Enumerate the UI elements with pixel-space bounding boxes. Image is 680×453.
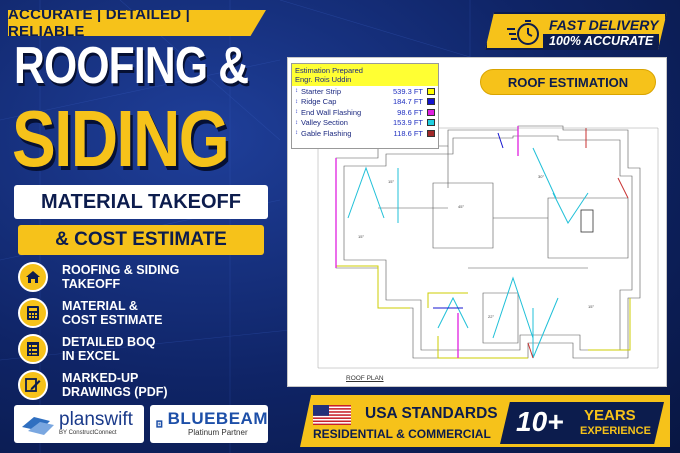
experience-years-label: YEARS (584, 407, 636, 424)
roof-plan-caption: ROOF PLAN (346, 375, 384, 382)
legend-swatch (427, 98, 435, 106)
bluebeam-logo: BLUEBEAM Platinum Partner (150, 405, 268, 443)
roof-estimation-label: ROOF ESTIMATION (480, 69, 656, 95)
legend-row-name: Valley Section (301, 118, 348, 128)
feature-line2: DRAWINGS (PDF) (62, 385, 168, 399)
bluebeam-sub: Platinum Partner (188, 428, 248, 437)
legend-swatch (427, 108, 435, 116)
svg-text:15°: 15° (358, 234, 364, 239)
fast-delivery-badge: FAST DELIVERY 100% ACCURATE (485, 12, 667, 50)
legend-swatch (427, 87, 435, 95)
roof-plan-graphic: 15° 45° 30° 15° 22° 15° (317, 125, 659, 369)
legend-title: Estimation Prepared (295, 66, 363, 75)
svg-text:45°: 45° (458, 204, 464, 209)
legend-author: Engr. Rois Uddin (295, 75, 352, 84)
legend-swatch (427, 119, 435, 127)
legend-row-value: 98.6 FT (397, 107, 423, 117)
measure-icon: ↕ (295, 98, 298, 105)
svg-text:30°: 30° (538, 174, 544, 179)
legend-row-name: Gable Flashing (301, 128, 352, 138)
residential-commercial-text: RESIDENTIAL & COMMERCIAL (313, 427, 491, 441)
roof-plan-drawing: 15° 45° 30° 15° 22° 15° Estimation Prepared … (287, 57, 667, 387)
legend-row-value: 539.3 FT (392, 86, 423, 96)
legend-row: ↕ End Wall Flashing 98.6 FT (292, 107, 438, 118)
planswift-mark-icon (22, 417, 54, 435)
usa-flag-icon (313, 405, 351, 425)
legend-row-name: Ridge Cap (301, 97, 337, 107)
planswift-logo: planswift BY ConstructConnect (14, 405, 144, 443)
feature-line2: COST ESTIMATE (62, 313, 163, 327)
feature-line2: IN EXCEL (62, 349, 120, 363)
stopwatch-icon (507, 20, 539, 45)
experience-badge: 10+ YEARS EXPERIENCE (500, 402, 664, 444)
legend-row: ↕ Ridge Cap 184.7 FT (292, 97, 438, 108)
feature-line1: DETAILED BOQ (62, 335, 156, 349)
feature-line1: ROOFING & SIDING (62, 263, 180, 277)
usa-standards-text: USA STANDARDS (365, 405, 498, 422)
planswift-sub: BY ConstructConnect (59, 430, 117, 436)
bluebeam-name: BLUEBEAM (167, 409, 268, 428)
feature-line2: TAKEOFF (62, 277, 121, 291)
headline-line2: SIDING (12, 94, 230, 183)
measure-icon: ↕ (295, 119, 298, 126)
tagline-banner: ACCURATE | DETAILED | RELIABLE (8, 10, 266, 36)
svg-text:15°: 15° (588, 304, 594, 309)
legend-row-name: Starter Strip (301, 86, 342, 96)
house-icon (18, 262, 48, 292)
svg-text:22°: 22° (488, 314, 494, 319)
legend-row-name: End Wall Flashing (301, 107, 362, 117)
calculator-icon (18, 298, 48, 328)
legend-row-value: 118.6 FT (393, 128, 423, 138)
experience-number: 10+ (516, 406, 564, 437)
legend-swatch (427, 129, 435, 137)
estimation-legend: Estimation Prepared Engr. Rois Uddin ↕ S… (291, 63, 439, 149)
feature-line1: MATERIAL & (62, 299, 138, 313)
measure-icon: ↕ (295, 130, 298, 137)
bluebeam-mark-icon (156, 420, 163, 428)
measure-icon: ↕ (295, 109, 298, 116)
experience-label: EXPERIENCE (580, 425, 651, 437)
legend-row-value: 184.7 FT (392, 97, 423, 107)
planswift-name: planswift (59, 409, 133, 430)
measure-icon: ↕ (295, 88, 298, 95)
legend-row: ↕ Valley Section 153.9 FT (292, 118, 438, 129)
accuracy-text: 100% ACCURATE (543, 34, 660, 48)
edit-icon (18, 370, 48, 400)
feature-item-cost-estimate: MATERIAL &COST ESTIMATE (18, 298, 268, 328)
legend-row: ↕ Starter Strip 539.3 FT (292, 86, 438, 97)
headline-line1: ROOFING & (14, 37, 249, 95)
subtitle-cost-estimate: & COST ESTIMATE (18, 225, 264, 255)
svg-text:15°: 15° (388, 179, 394, 184)
feature-line1: MARKED-UP (62, 371, 139, 385)
subtitle-material-takeoff: MATERIAL TAKEOFF (14, 185, 268, 219)
fast-delivery-text: FAST DELIVERY (549, 17, 659, 33)
legend-row: ↕ Gable Flashing 118.6 FT (292, 128, 438, 139)
usa-standards-badge: USA STANDARDS RESIDENTIAL & COMMERCIAL (313, 405, 501, 441)
spreadsheet-icon (18, 334, 48, 364)
legend-row-value: 153.9 FT (392, 118, 423, 128)
